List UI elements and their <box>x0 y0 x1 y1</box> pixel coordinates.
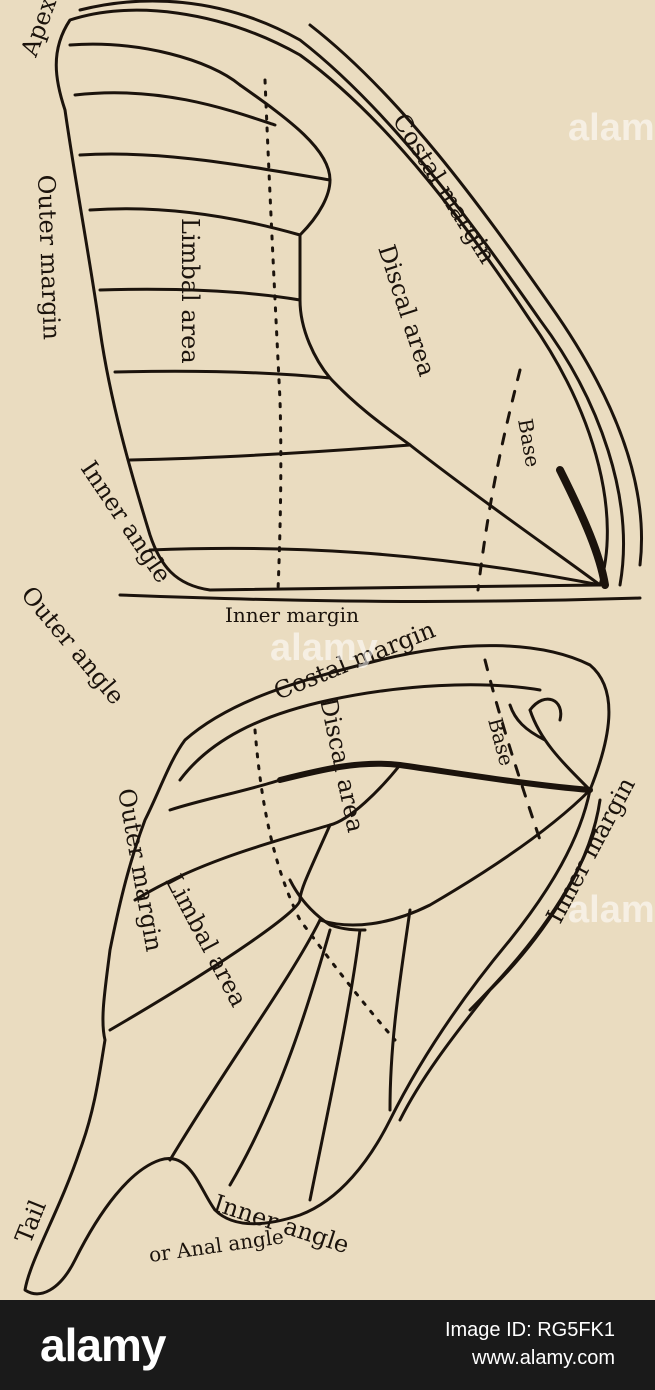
hindwing-outline <box>23 644 611 1296</box>
footer-site-link[interactable]: www.alamy.com <box>472 1347 615 1369</box>
label-inner-angle-forewing: Inner angle <box>75 456 177 588</box>
hindwing-vein-d <box>318 788 592 927</box>
forewing-vein-6 <box>113 369 332 380</box>
watermark-center: alamy <box>270 627 378 669</box>
hindwing-cell-close <box>288 878 367 932</box>
forewing-inner-margin-line <box>118 593 642 603</box>
forewing-vein-1 <box>68 42 242 87</box>
hindwing-vein-a <box>168 778 282 812</box>
label-base-forewing: Base <box>513 417 545 469</box>
label-tail: Tail <box>10 1196 52 1247</box>
wing-diagram-svg: Apex Costal margin Outer margin Limbal a… <box>10 0 655 1296</box>
hindwing-inner-margin-line-2 <box>468 828 597 1012</box>
forewing-vein-2 <box>73 91 277 127</box>
forewing-costal-line-2 <box>308 23 644 567</box>
watermark-right-2: alamy <box>568 889 655 931</box>
forewing-cell-vein <box>298 233 602 587</box>
footer-image-id: Image ID: RG5FK1 <box>444 1319 615 1341</box>
hindwing-base-loop <box>508 697 592 792</box>
forewing <box>54 0 644 603</box>
label-discal-area-forewing: Discal area <box>372 241 441 380</box>
forewing-vein-3 <box>78 152 332 182</box>
label-anal-angle: or Anal angle <box>147 1224 285 1267</box>
footer-image-info: Image ID: RG5FK1 www.alamy.com <box>445 1316 615 1372</box>
label-limbal-area-forewing: Limbal area <box>176 218 204 364</box>
footer-logo[interactable]: alamy <box>40 1319 166 1371</box>
forewing-outline <box>54 8 609 592</box>
hindwing-vein-b <box>133 763 402 902</box>
label-inner-margin-forewing: Inner margin <box>225 603 359 627</box>
label-costal-margin-forewing: Costal margin <box>387 108 502 268</box>
hindwing <box>23 644 611 1296</box>
forewing-cell-top <box>238 83 332 237</box>
wing-diagram: Apex Costal margin Outer margin Limbal a… <box>9 0 655 1296</box>
label-limbal-area-hindwing: Limbal area <box>160 870 253 1012</box>
label-outer-margin-forewing: Outer margin <box>32 174 66 340</box>
hindwing-vein-g <box>308 928 362 1202</box>
forewing-vein-8 <box>148 546 602 587</box>
hindwing-vein-h <box>388 908 412 1112</box>
hindwing-vein-e <box>168 918 322 1162</box>
label-outer-angle: Outer angle <box>15 581 130 710</box>
forewing-limbal-divider <box>263 78 283 592</box>
forewing-vein-7 <box>128 443 412 462</box>
watermark-right-1: alamy <box>568 107 655 149</box>
forewing-vein-5 <box>98 287 302 302</box>
hindwing-main-vein <box>277 760 593 793</box>
hindwing-limbal-divider <box>253 728 397 1042</box>
hindwing-costal-edge <box>178 683 542 782</box>
forewing-base-divider <box>476 368 522 592</box>
label-outer-margin-hindwing: Outer margin <box>112 786 168 953</box>
hindwing-base-divider <box>483 658 542 842</box>
label-apex: Apex <box>15 0 62 61</box>
forewing-costal-line-1 <box>78 0 625 587</box>
forewing-vein-4 <box>88 207 302 237</box>
label-base-hindwing: Base <box>483 715 519 768</box>
footer-bar: alamy Image ID: RG5FK1 www.alamy.com <box>0 1300 655 1390</box>
hindwing-vein-c <box>108 823 332 1032</box>
hindwing-vein-f <box>228 928 332 1187</box>
forewing-base-bar <box>556 466 609 589</box>
